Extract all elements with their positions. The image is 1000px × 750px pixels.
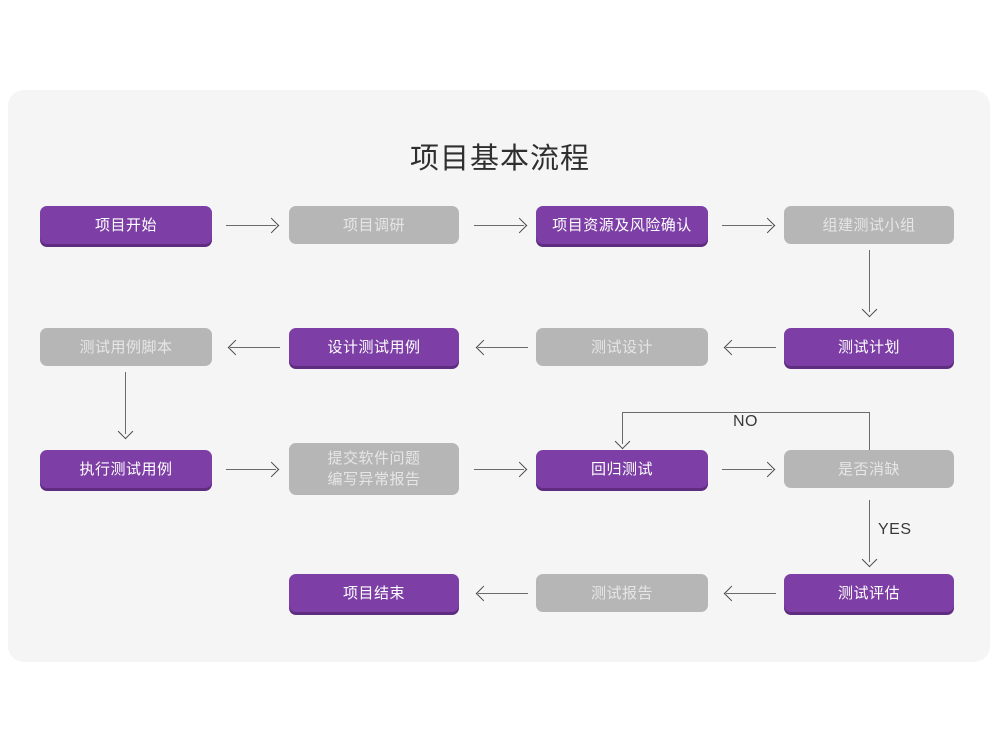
flow-node-project-end[interactable]: 项目结束 xyxy=(289,574,459,612)
flow-node-defect-resolved[interactable]: 是否消缺 xyxy=(784,450,954,488)
flow-node-test-plan[interactable]: 测试计划 xyxy=(784,328,954,366)
flow-node-regression-test[interactable]: 回归测试 xyxy=(536,450,708,488)
flow-node-test-evaluation[interactable]: 测试评估 xyxy=(784,574,954,612)
flow-node-execute-testcase[interactable]: 执行测试用例 xyxy=(40,450,212,488)
flow-node-project-start[interactable]: 项目开始 xyxy=(40,206,212,244)
edge-label-yes: YES xyxy=(878,521,912,538)
flow-node-build-test-team[interactable]: 组建测试小组 xyxy=(784,206,954,244)
edge-label-no: NO xyxy=(733,413,758,430)
page-title: 项目基本流程 xyxy=(409,143,590,175)
flow-node-resource-risk-confirm[interactable]: 项目资源及风险确认 xyxy=(536,206,708,244)
flow-node-submit-issue-report[interactable]: 提交软件问题 编写异常报告 xyxy=(289,443,459,495)
diagram-card xyxy=(8,90,990,662)
flow-node-testcase-script[interactable]: 测试用例脚本 xyxy=(40,328,212,366)
flow-node-test-design[interactable]: 测试设计 xyxy=(536,328,708,366)
flow-node-project-research[interactable]: 项目调研 xyxy=(289,206,459,244)
flow-node-test-report[interactable]: 测试报告 xyxy=(536,574,708,612)
flow-node-design-testcase[interactable]: 设计测试用例 xyxy=(289,328,459,366)
